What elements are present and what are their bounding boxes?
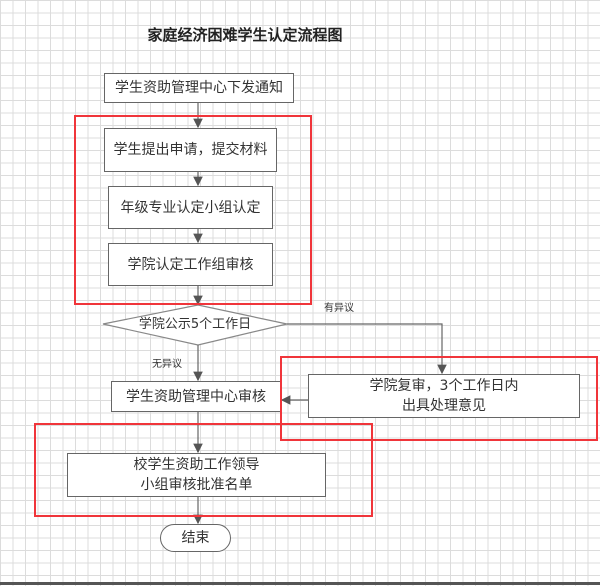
node-end: 结束 bbox=[160, 524, 231, 552]
edge-label-objection: 有异议 bbox=[324, 303, 354, 314]
node-apply: 学生提出申请，提交材料 bbox=[104, 128, 277, 172]
node-school-approval: 校学生资助工作领导 小组审核批准名单 bbox=[67, 453, 326, 497]
node-recheck: 学院复审，3个工作日内 出具处理意见 bbox=[308, 374, 580, 418]
bottom-border bbox=[0, 582, 600, 585]
node-grade-group: 年级专业认定小组认定 bbox=[108, 186, 273, 229]
node-school-line2: 小组审核批准名单 bbox=[140, 477, 253, 493]
node-school-line1: 校学生资助工作领导 bbox=[133, 457, 260, 473]
node-recheck-line1: 学院复审，3个工作日内 bbox=[369, 378, 519, 394]
edge-label-no-objection: 无异议 bbox=[152, 359, 182, 370]
highlight-frame-approval bbox=[34, 423, 373, 517]
diagram-title: 家庭经济困难学生认定流程图 bbox=[147, 26, 343, 44]
highlight-frame-recheck bbox=[280, 356, 598, 441]
highlight-frame-application bbox=[74, 115, 312, 305]
node-notice: 学生资助管理中心下发通知 bbox=[104, 73, 294, 103]
node-publicity: 学院公示5个工作日 bbox=[138, 317, 252, 332]
node-center-review: 学生资助管理中心审核 bbox=[111, 381, 281, 412]
node-college-review: 学院认定工作组审核 bbox=[108, 243, 273, 286]
node-recheck-line2: 出具处理意见 bbox=[402, 398, 486, 414]
